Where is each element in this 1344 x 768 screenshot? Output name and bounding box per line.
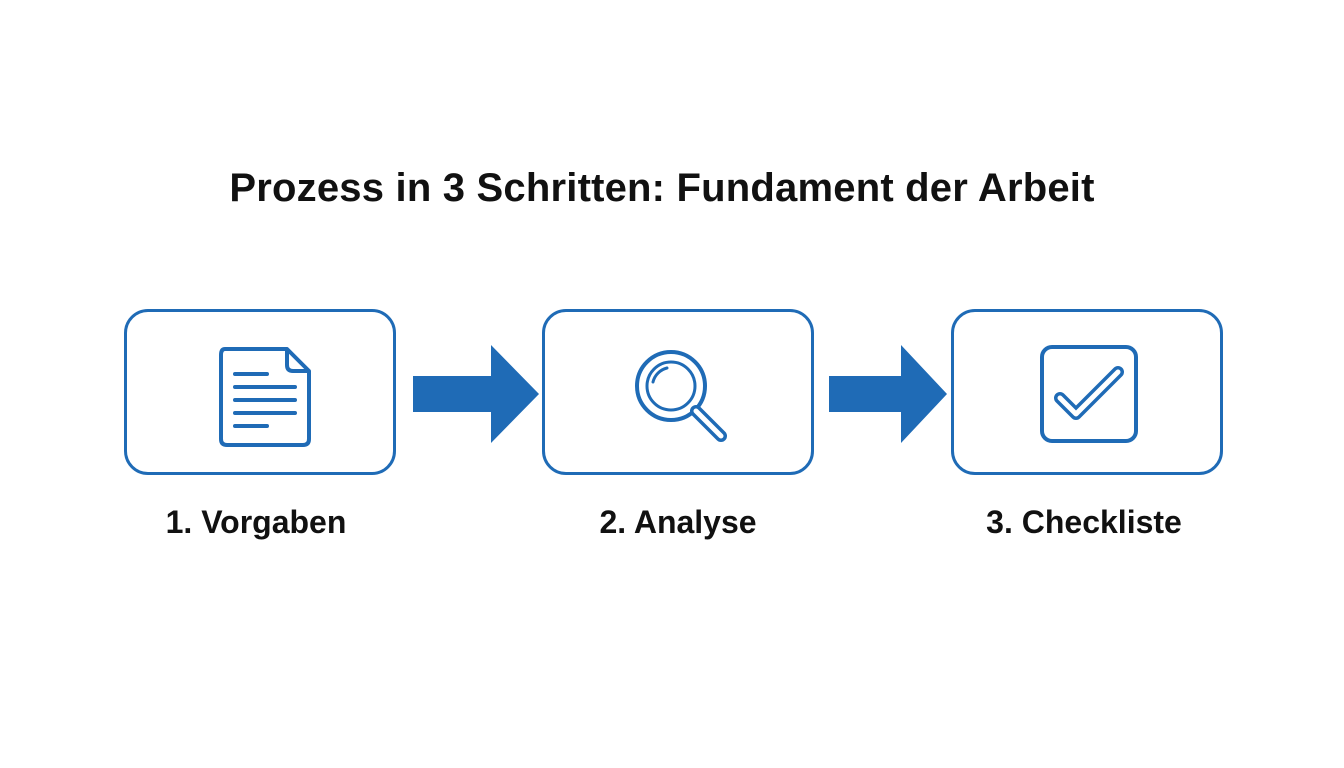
- step-box-vorgaben: [124, 309, 396, 475]
- arrow-right-icon: [829, 345, 947, 443]
- document-icon: [219, 347, 311, 447]
- step-box-checkliste: [951, 309, 1223, 475]
- diagram-title: Prozess in 3 Schritten: Fundament der Ar…: [229, 166, 1095, 210]
- step-box-analyse: [542, 309, 814, 475]
- arrow-right-icon: [413, 345, 539, 443]
- magnifier-icon: [635, 350, 727, 442]
- step-label-2: 2. Analyse: [599, 504, 757, 540]
- checkbox-icon: [1040, 345, 1138, 443]
- step-label-3: 3. Checkliste: [986, 504, 1182, 540]
- step-label-1: 1. Vorgaben: [165, 504, 347, 540]
